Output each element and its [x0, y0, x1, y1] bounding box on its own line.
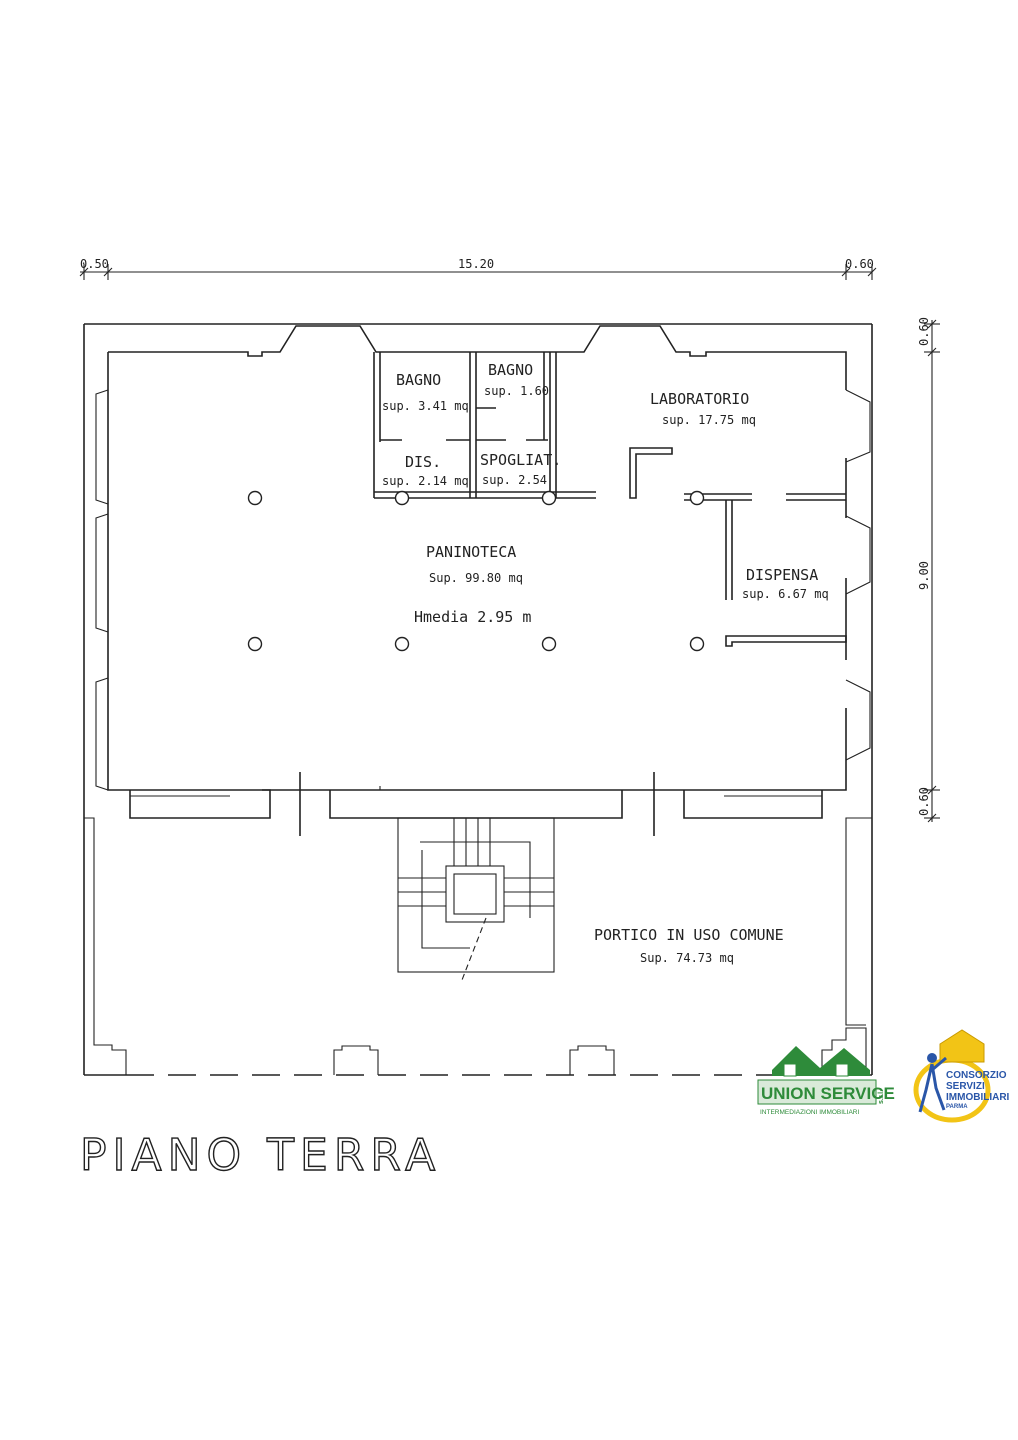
paninoteca-name: PANINOTECA	[426, 543, 516, 561]
paninoteca-height: Hmedia 2.95 m	[414, 608, 531, 626]
dispensa-area: sup. 6.67 mq	[742, 587, 829, 601]
house-icon	[939, 1029, 985, 1063]
bagno1-name: BAGNO	[396, 371, 441, 389]
consorzio-logo: CONSORZIO SERVIZI IMMOBILIARI PARMA	[913, 1029, 1010, 1123]
union-service-suffix: s.r.l.	[878, 1090, 885, 1104]
column	[689, 490, 705, 506]
outer-outline	[83, 323, 873, 1076]
dim-right-top: 0.60	[917, 317, 931, 346]
laboratorio-name: LABORATORIO	[650, 390, 749, 408]
bagno2-area: sup. 1.60	[484, 384, 549, 398]
dim-right-bottom: 0.60	[917, 787, 931, 816]
portico-area: Sup. 74.73 mq	[640, 951, 734, 965]
top-dimension-line	[79, 264, 877, 280]
dim-right-main: 9.00	[917, 561, 931, 590]
right-dimension-line	[924, 319, 940, 823]
dis-name: DIS.	[405, 453, 441, 471]
column	[689, 636, 705, 652]
spogliat-name: SPOGLIAT.	[480, 451, 561, 469]
dim-top-main: 15.20	[458, 257, 494, 271]
portico-pillars	[333, 1027, 867, 1075]
union-service-name: UNION SERVICE	[761, 1084, 895, 1103]
spogliat-area: sup. 2.54	[482, 473, 547, 487]
person-icon	[927, 1053, 937, 1063]
bagno2-name: BAGNO	[488, 361, 533, 379]
column	[541, 490, 557, 506]
laboratorio-area: sup. 17.75 mq	[662, 413, 756, 427]
columns	[247, 490, 705, 652]
service-block-walls	[373, 352, 847, 647]
union-service-tagline: INTERMEDIAZIONI IMMOBILIARI	[760, 1109, 860, 1116]
column	[247, 490, 263, 506]
plan-title: PIANO TERRA	[80, 1130, 441, 1181]
consorzio-line2: SERVIZI	[946, 1081, 985, 1092]
dispensa-name: DISPENSA	[746, 566, 818, 584]
dim-top-right: 0.60	[845, 257, 874, 271]
column	[394, 490, 410, 506]
column	[394, 636, 410, 652]
staircase	[397, 817, 555, 981]
consorzio-line3: IMMOBILIARI	[946, 1092, 1010, 1103]
union-service-logo: UNION SERVICE s.r.l. INTERMEDIAZIONI IMM…	[757, 1046, 895, 1116]
consorzio-line4: PARMA	[946, 1104, 968, 1110]
bagno1-area: sup. 3.41 mq	[382, 399, 469, 413]
dis-area: sup. 2.14 mq	[382, 474, 469, 488]
dim-top-left: 0.50	[80, 257, 109, 271]
consorzio-line1: CONSORZIO	[946, 1070, 1007, 1081]
paninoteca-area: Sup. 99.80 mq	[429, 571, 523, 585]
column	[541, 636, 557, 652]
column	[247, 636, 263, 652]
portico-name: PORTICO IN USO COMUNE	[594, 926, 784, 944]
